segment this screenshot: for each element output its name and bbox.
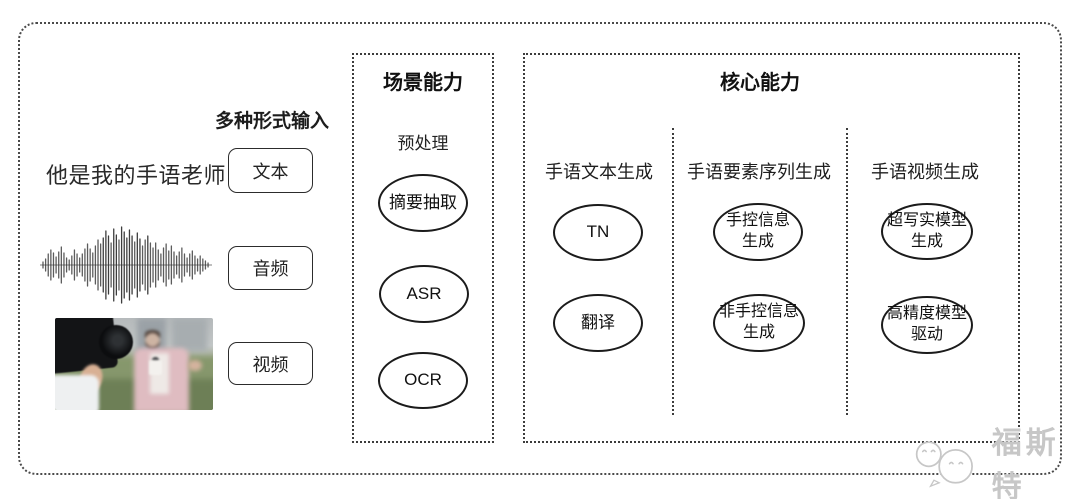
node-label: 超写实模型 生成 bbox=[886, 211, 967, 250]
photo-reporter-head bbox=[145, 332, 161, 350]
node-tn: TN bbox=[553, 204, 643, 261]
preprocess-label: 预处理 bbox=[397, 134, 449, 153]
sample-sentence-text: 他是我的手语老师 bbox=[46, 163, 227, 188]
input-type-text-label: 文本 bbox=[252, 161, 289, 182]
node-hyperrealistic-model-generation: 超写实模型 生成 bbox=[881, 203, 973, 260]
node-label: TN bbox=[586, 222, 610, 242]
node-label: 翻译 bbox=[581, 312, 615, 332]
node-high-precision-model-driving: 高精度模型 驱动 bbox=[881, 296, 973, 354]
node-non-manual-info-generation: 非手控信息 生成 bbox=[713, 294, 805, 352]
audio-waveform-graphic bbox=[40, 226, 212, 304]
column-separator bbox=[846, 128, 848, 415]
node-label: 非手控信息 生成 bbox=[718, 303, 799, 341]
col-header-sign-element-sequence-generation: 手语要素序列生成 bbox=[687, 162, 831, 182]
node-label: 高精度模型 驱动 bbox=[886, 305, 967, 343]
watermark-faces-icon bbox=[915, 441, 973, 488]
photo-microphone-flag bbox=[149, 360, 162, 376]
node-asr: ASR bbox=[379, 265, 469, 323]
input-type-audio-label: 音频 bbox=[252, 259, 289, 279]
node-label: ASR bbox=[406, 283, 442, 303]
column-separator bbox=[672, 128, 674, 415]
col-header-sign-text-generation: 手语文本生成 bbox=[545, 162, 653, 182]
node-translation: 翻译 bbox=[553, 294, 643, 352]
core-capability-title: 核心能力 bbox=[720, 72, 800, 94]
photo-camera-lens bbox=[99, 325, 134, 360]
node-label: 摘要抽取 bbox=[389, 192, 457, 212]
diagram-outer-border bbox=[18, 22, 1062, 475]
photo-cameraman-shoulder bbox=[55, 375, 100, 410]
node-manual-info-generation: 手控信息 生成 bbox=[713, 203, 803, 261]
scene-capability-title: 场景能力 bbox=[383, 72, 463, 94]
input-type-video-label: 视频 bbox=[252, 354, 289, 375]
input-type-text-box: 文本 bbox=[228, 148, 313, 193]
node-summary-extraction: 摘要抽取 bbox=[378, 174, 468, 232]
input-type-video-box: 视频 bbox=[228, 342, 313, 385]
watermark: 福斯特 bbox=[908, 418, 1080, 499]
node-ocr: OCR bbox=[378, 352, 468, 409]
input-type-audio-box: 音频 bbox=[228, 246, 313, 290]
node-label: OCR bbox=[404, 370, 442, 390]
photo-building bbox=[171, 318, 207, 352]
input-section-label: 多种形式输入 bbox=[214, 111, 329, 132]
photo-reporter-hand bbox=[187, 360, 202, 372]
news-interview-photo bbox=[55, 318, 213, 410]
watermark-brand-text: 福斯特 bbox=[991, 427, 1060, 499]
node-label: 手控信息 生成 bbox=[725, 212, 790, 250]
photo-microphone-head bbox=[152, 356, 160, 363]
col-header-sign-video-generation: 手语视频生成 bbox=[871, 162, 979, 182]
